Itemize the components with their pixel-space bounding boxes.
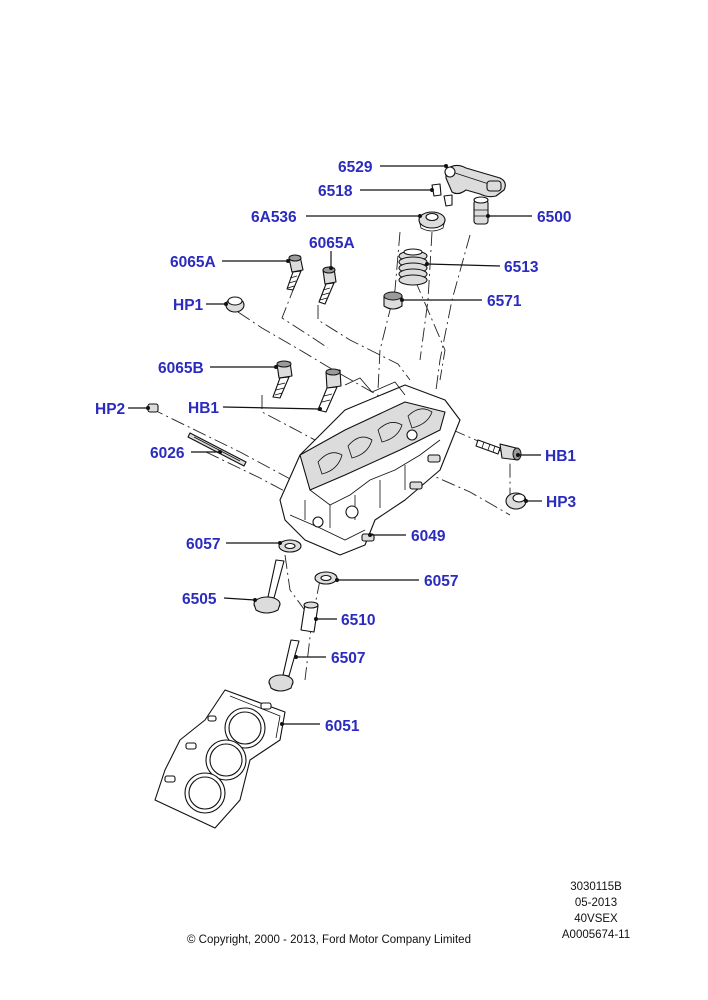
- rocker-arm-6529: [444, 164, 506, 198]
- bolt-HB1-left: [317, 368, 342, 413]
- callout-label: HB1: [188, 400, 219, 417]
- callout-6518[interactable]: 6518: [318, 183, 434, 200]
- callout-6057-left[interactable]: 6057: [186, 536, 282, 553]
- valve-6505: [253, 559, 285, 614]
- callout-label: 6A536: [251, 209, 297, 226]
- valve-guide-6510: [300, 601, 319, 633]
- callout-6505[interactable]: 6505: [182, 591, 257, 608]
- bolt-6065B: [272, 360, 293, 399]
- callout-HB1-left[interactable]: HB1: [188, 400, 322, 417]
- callout-label: HP1: [173, 297, 204, 314]
- callout-label: 6026: [150, 445, 185, 462]
- callout-label: 6065B: [158, 360, 204, 377]
- callout-6051[interactable]: 6051: [280, 718, 360, 735]
- callout-label: 6065A: [309, 235, 355, 252]
- bolt-6065A-right: [318, 266, 337, 305]
- callout-6065A-left[interactable]: 6065A: [170, 254, 290, 271]
- callout-label: 6057: [186, 536, 220, 553]
- callout-6571[interactable]: 6571: [400, 293, 522, 310]
- center-lines: [149, 231, 511, 681]
- callout-label: 6500: [537, 209, 571, 226]
- callout-6065B[interactable]: 6065B: [158, 360, 278, 377]
- callout-label: 6571: [487, 293, 522, 310]
- valve-stem-seal-6571: [383, 291, 403, 310]
- callout-6513[interactable]: 6513: [425, 259, 539, 276]
- callout-label: 6065A: [170, 254, 216, 271]
- valve-6507: [268, 639, 300, 692]
- bolt-6065A-left: [286, 254, 304, 291]
- callout-label: 6505: [182, 591, 217, 608]
- callout-HP1[interactable]: HP1: [173, 297, 228, 314]
- washer-6057-right: [314, 571, 338, 585]
- head-gasket-6051: [154, 689, 286, 829]
- callout-label: 6051: [325, 718, 360, 735]
- callout-label: 6057: [424, 573, 458, 590]
- callout-HP2[interactable]: HP2: [95, 401, 150, 418]
- callout-6049[interactable]: 6049: [368, 528, 446, 545]
- valve-spring-6513: [398, 248, 428, 286]
- valve-collets-6518: [431, 183, 453, 207]
- plug-HP3: [505, 492, 527, 510]
- callout-6065A-right[interactable]: 6065A: [309, 235, 355, 270]
- callout-6500[interactable]: 6500: [486, 209, 571, 226]
- callout-label: 6510: [341, 612, 375, 629]
- callout-6057-right[interactable]: 6057: [335, 573, 458, 590]
- callout-6507[interactable]: 6507: [294, 650, 365, 667]
- ref-line-1: 3030115B: [570, 881, 622, 893]
- callout-HB1-right[interactable]: HB1: [516, 448, 576, 465]
- rod-6026: [187, 432, 247, 467]
- callout-label: 6529: [338, 159, 373, 176]
- callout-label: HP3: [546, 494, 577, 511]
- lash-adjuster-6500: [473, 196, 489, 225]
- spring-retainer-6A536: [418, 211, 446, 232]
- cylinder-head-6049: [279, 377, 461, 556]
- callout-label: 6507: [331, 650, 365, 667]
- callout-HP3[interactable]: HP3: [524, 494, 577, 511]
- bolt-HB1-right: [475, 439, 522, 461]
- ref-line-4: A0005674-11: [561, 929, 631, 941]
- plug-HP1: [225, 296, 245, 313]
- callout-label: HB1: [545, 448, 576, 465]
- callout-label: HP2: [95, 401, 125, 418]
- ref-line-3: 40VSEX: [574, 913, 618, 925]
- illustration-reference-block: 3030115B 05-2013 40VSEX A0005674-11: [556, 879, 636, 943]
- copyright-notice: © Copyright, 2000 - 2013, Ford Motor Com…: [187, 934, 471, 946]
- callout-6A536[interactable]: 6A536: [251, 209, 422, 226]
- callout-label: 6049: [411, 528, 446, 545]
- washer-6057-left: [278, 539, 302, 553]
- callout-6026[interactable]: 6026: [150, 445, 222, 462]
- callout-label: 6518: [318, 183, 353, 200]
- ref-line-2: 05-2013: [574, 897, 618, 909]
- callout-6529[interactable]: 6529: [338, 159, 448, 176]
- callout-label: 6513: [504, 259, 539, 276]
- callout-6510[interactable]: 6510: [314, 612, 375, 629]
